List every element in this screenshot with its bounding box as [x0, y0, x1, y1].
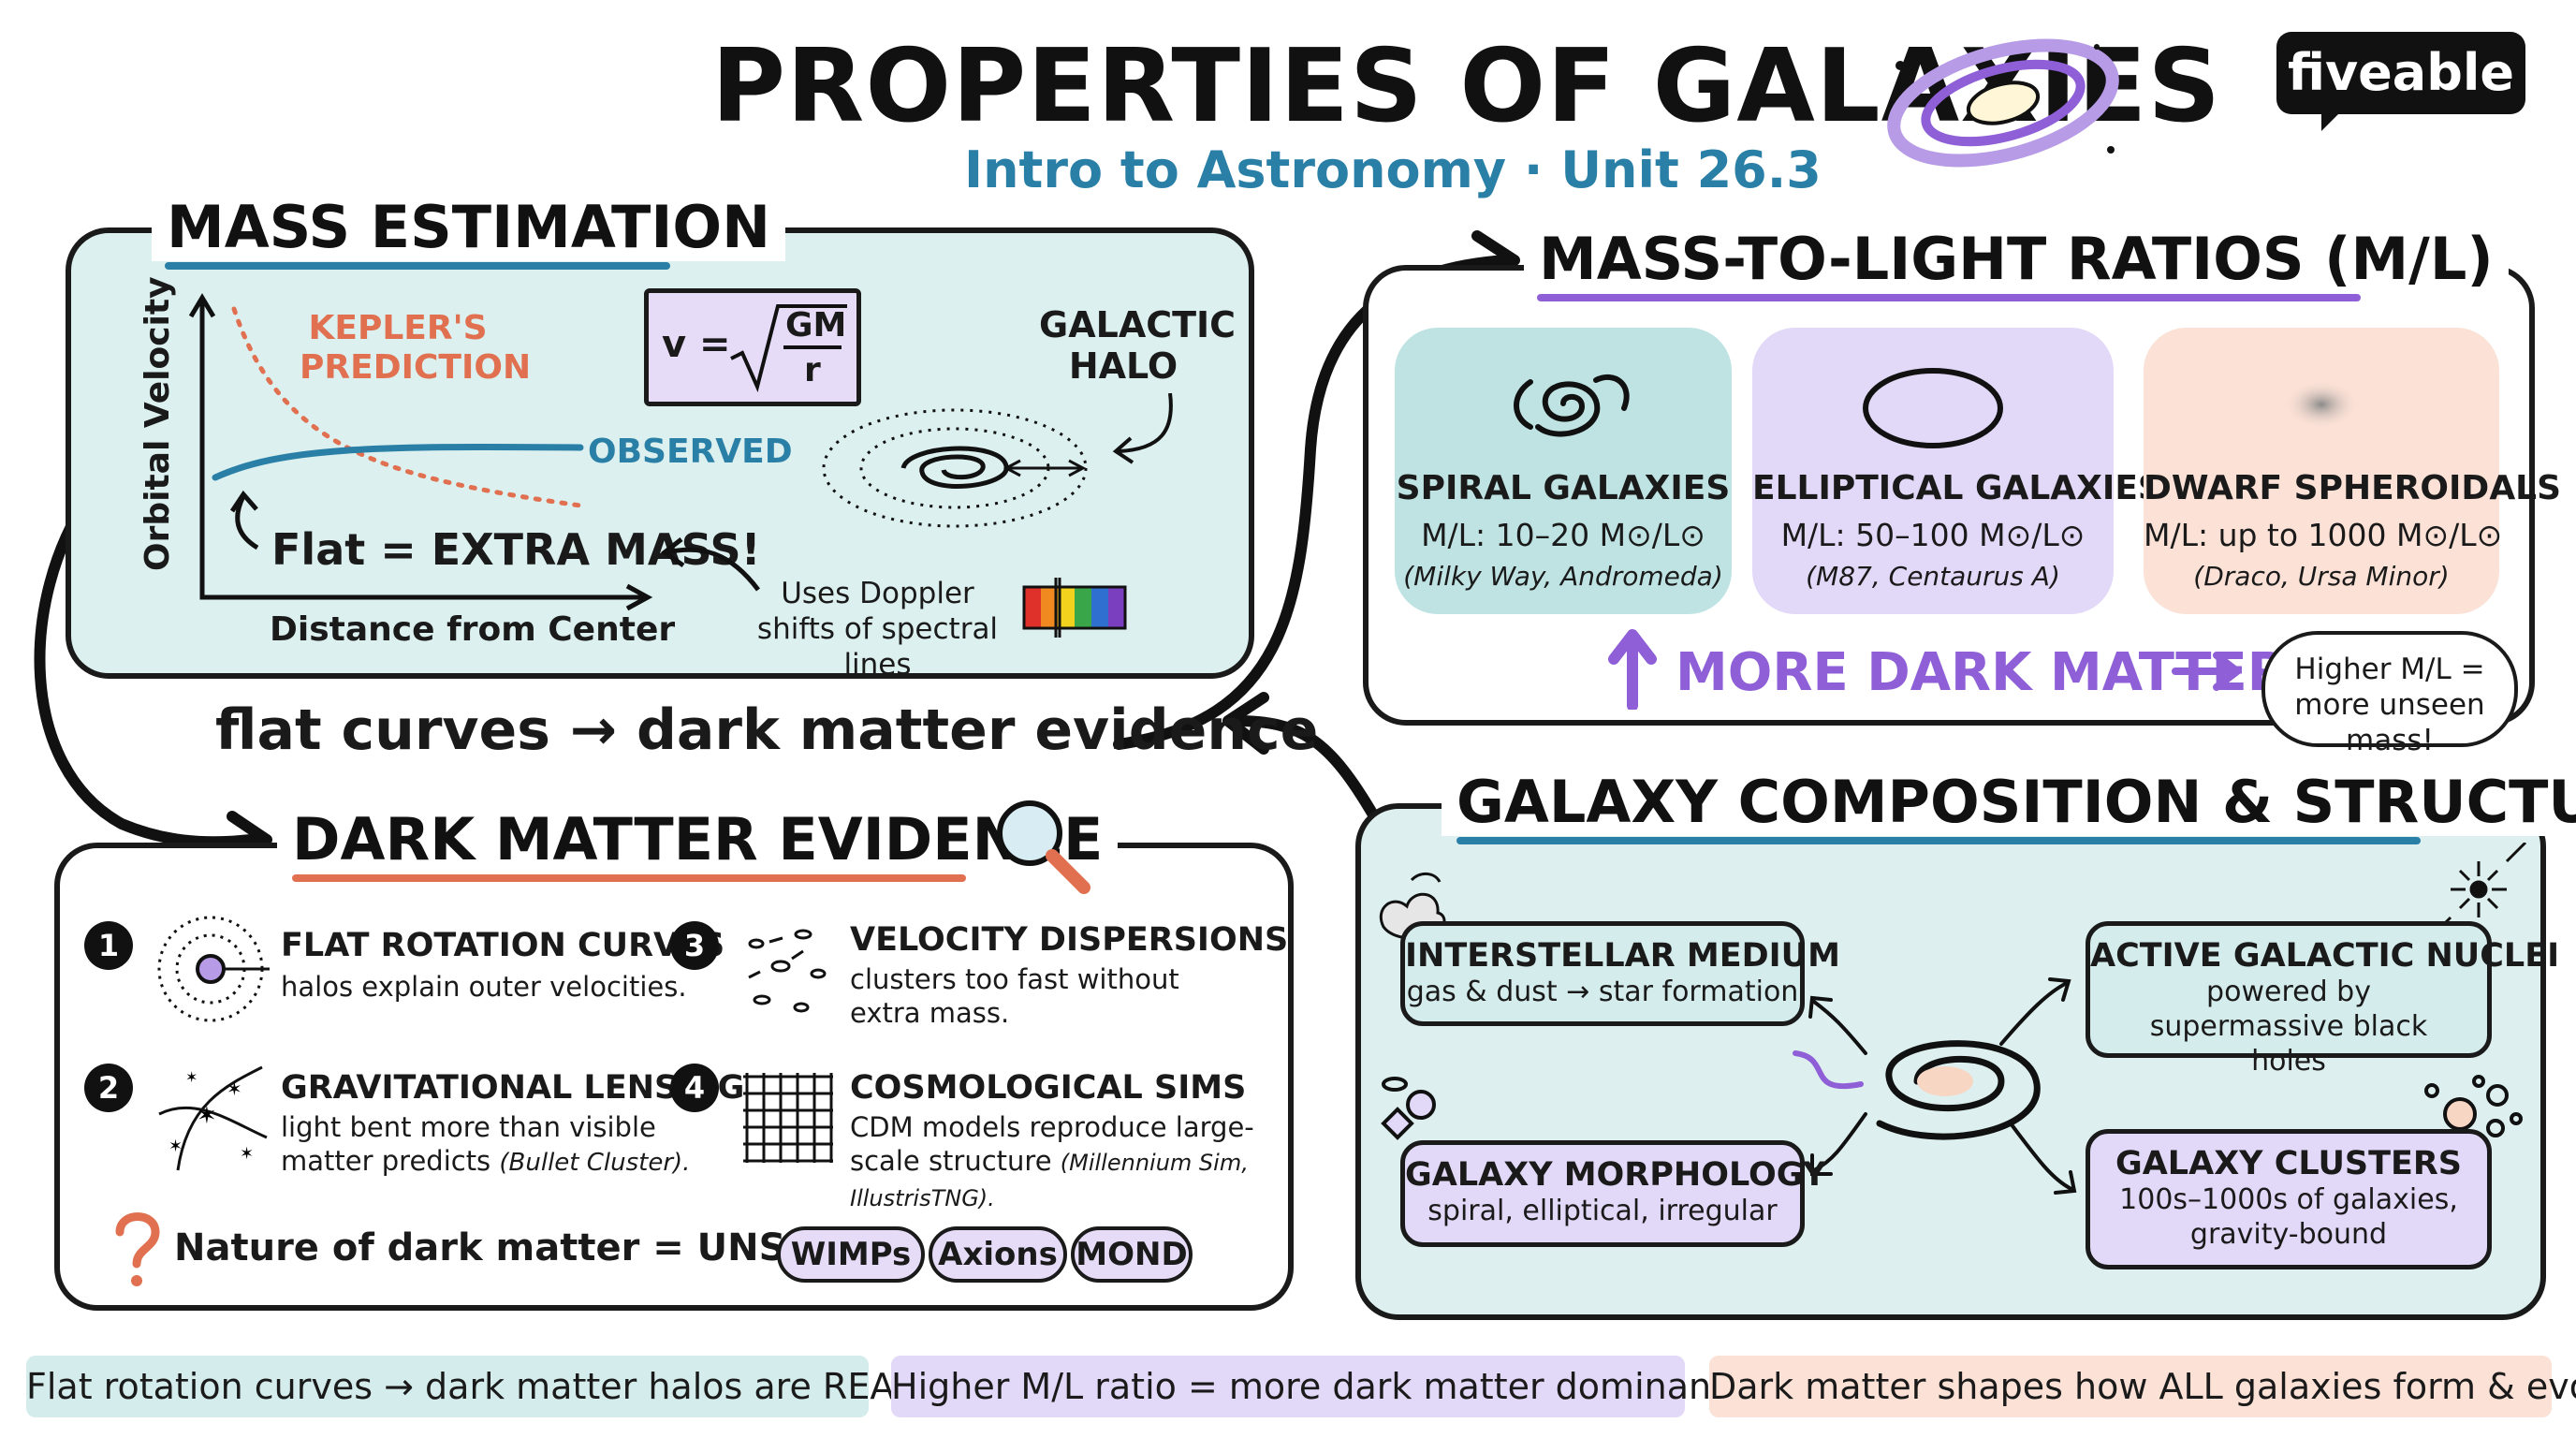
interstellar-medium-node: INTERSTELLAR MEDIUM gas & dust → star fo…: [1400, 921, 1840, 1026]
svg-text:✶: ✶: [240, 1144, 254, 1164]
mass-to-light-underline: [1537, 294, 2361, 301]
ml-card-examples: (Milky Way, Andromeda): [1403, 561, 1723, 592]
square-root-icon: [730, 304, 847, 393]
evidence-number-1: 1: [84, 921, 133, 970]
mass-estimation-heading: MASS ESTIMATION: [152, 193, 785, 261]
doppler-shift-note: Uses Doppler shifts of spectral lines: [756, 577, 999, 682]
ml-card-title: SPIRAL GALAXIES: [1396, 469, 1731, 507]
spectrum-icon: [1022, 578, 1127, 638]
higher-ml-callout: Higher M/L = more unseen mass!: [2261, 631, 2518, 757]
evidence-number-4: 4: [670, 1064, 719, 1112]
ml-card-ratio: M/L: 50–100 M⊙/L⊙: [1780, 517, 2086, 553]
node-desc: powered by supermassive black holes: [2149, 976, 2428, 1078]
galaxy-morphology-node: GALAXY MORPHOLOGY spiral, elliptical, ir…: [1400, 1140, 1827, 1247]
simulation-grid-icon: [743, 1073, 833, 1163]
up-arrow-icon: [1608, 629, 1657, 710]
evidence-desc-3: clusters too fast without extra mass.: [850, 963, 1179, 1029]
brand-logo-tail: [2321, 110, 2342, 131]
evidence-title-1: FLAT ROTATION CURVES: [281, 927, 725, 964]
svg-text:✶: ✶: [185, 1068, 198, 1086]
node-desc: spiral, elliptical, irregular: [1427, 1195, 1778, 1227]
mond-pill: MOND: [1071, 1226, 1193, 1283]
evidence-title-2: GRAVITATIONAL LENSING: [281, 1069, 745, 1107]
mass-to-light-heading: MASS-TO-LIGHT RATIOS (M/L): [1524, 225, 2509, 293]
observed-label: OBSERVED: [588, 433, 793, 471]
dark-matter-underline: [292, 874, 966, 882]
rotation-curve-graph: [188, 293, 653, 611]
page-title: PROPERTIES OF GALAXIES: [711, 28, 2222, 145]
svg-text:✶: ✶: [197, 1102, 217, 1130]
spiral-galaxy-icon: [1887, 38, 2119, 168]
evidence-desc-4-text: CDM models reproduce large-scale structu…: [850, 1111, 1254, 1177]
velocity-formula-box: v = GM r: [644, 288, 861, 406]
formula-denominator: r: [804, 351, 821, 389]
ml-card-examples: (M87, Centaurus A): [1806, 561, 2060, 592]
y-axis-label: Orbital Velocity: [139, 276, 177, 571]
ml-card-ratio: M/L: up to 1000 M⊙/L⊙: [2144, 517, 2503, 553]
evidence-desc-2: light bent more than visible matter pred…: [281, 1110, 693, 1180]
spiral-galaxies-card: SPIRAL GALAXIES M/L: 10–20 M⊙/L⊙ (Milky …: [1395, 328, 1732, 614]
lensing-icon: ✶ ✶ ✶ ✶ ✶: [158, 1065, 268, 1171]
dark-matter-heading: DARK MATTER EVIDENCE: [277, 805, 1119, 873]
evidence-number-2: 2: [84, 1064, 133, 1112]
evidence-desc-4-italic: (Millennium Sim, IllustrisTNG).: [850, 1150, 1249, 1211]
x-axis-label: Distance from Center: [270, 610, 676, 649]
callout-text: Higher M/L = more unseen mass!: [2294, 653, 2485, 757]
flat-curves-connector-label: flat curves → dark matter evidence: [215, 697, 1319, 763]
formula-numerator: GM: [785, 306, 847, 345]
evidence-desc-1: halos explain outer velocities.: [281, 971, 687, 1003]
footer-takeaway-2: Higher M/L ratio = more dark matter domi…: [891, 1356, 1764, 1417]
evidence-title-4: COSMOLOGICAL SIMS: [850, 1069, 1247, 1107]
galaxy-composition-underline: [1456, 837, 2421, 844]
node-title: GALAXY MORPHOLOGY: [1405, 1156, 1827, 1194]
spiral-galaxy-icon: [1514, 374, 1630, 437]
evidence-title-3: VELOCITY DISPERSIONS: [850, 921, 1289, 959]
velocity-dispersion-icon: [748, 929, 827, 1013]
ml-card-ratio: M/L: 10–20 M⊙/L⊙: [1421, 517, 1705, 553]
rotation-curve-icon: [157, 916, 270, 1022]
axions-pill: Axions: [929, 1226, 1067, 1283]
doppler-arrow-icon: [660, 537, 760, 592]
formula-lhs: v =: [662, 323, 731, 366]
kepler-prediction-label: KEPLER'S PREDICTION: [300, 309, 532, 387]
right-arrow-icon: [2172, 652, 2241, 691]
magnifying-glass-icon: [997, 800, 1090, 894]
ml-card-examples: (Draco, Ursa Minor): [2193, 561, 2450, 592]
evidence-desc-4: CDM models reproduce large-scale structu…: [850, 1110, 1262, 1215]
mass-estimation-underline: [165, 262, 670, 270]
active-galactic-nuclei-node: ACTIVE GALACTIC NUCLEI powered by superm…: [2086, 921, 2560, 1078]
elliptical-galaxies-card: ELLIPTICAL GALAXIES M/L: 50–100 M⊙/L⊙ (M…: [1752, 328, 2162, 614]
dwarf-galaxy-icon: [2284, 380, 2359, 429]
galactic-halo-icon: [822, 393, 1173, 528]
ml-card-title: DWARF SPHEROIDALS: [2144, 469, 2562, 507]
footer-takeaway-1: Flat rotation curves → dark matter halos…: [26, 1356, 926, 1417]
elliptical-galaxy-icon: [1863, 368, 2003, 448]
question-mark-icon: [115, 1212, 160, 1286]
evidence-desc-2-italic: (Bullet Cluster).: [499, 1149, 691, 1177]
svg-text:✶: ✶: [227, 1078, 242, 1100]
ml-card-title: ELLIPTICAL GALAXIES: [1752, 469, 2162, 507]
wimps-pill: WIMPs: [777, 1226, 925, 1283]
node-desc: 100s–1000s of galaxies, gravity-bound: [2119, 1183, 2458, 1251]
galactic-halo-label: GALACTIC HALO: [1039, 304, 1237, 387]
evidence-number-3: 3: [670, 921, 719, 970]
evidence-desc-2-text: light bent more than visible matter pred…: [281, 1111, 656, 1177]
node-title: ACTIVE GALACTIC NUCLEI: [2090, 937, 2560, 975]
node-title: INTERSTELLAR MEDIUM: [1405, 937, 1840, 975]
footer-takeaway-3: Dark matter shapes how ALL galaxies form…: [1709, 1356, 2576, 1417]
galaxy-composition-heading: GALAXY COMPOSITION & STRUCTURE: [1442, 768, 2576, 836]
galaxy-clusters-node: GALAXY CLUSTERS 100s–1000s of galaxies, …: [2086, 1129, 2492, 1269]
node-title: GALAXY CLUSTERS: [2115, 1145, 2463, 1182]
page-subtitle: Intro to Astronomy · Unit 26.3: [964, 140, 1822, 199]
svg-text:✶: ✶: [168, 1137, 183, 1156]
brand-logo: fiveable: [2276, 32, 2525, 114]
dwarf-spheroidals-card: DWARF SPHEROIDALS M/L: up to 1000 M⊙/L⊙ …: [2144, 328, 2562, 614]
node-desc: gas & dust → star formation: [1406, 976, 1799, 1008]
